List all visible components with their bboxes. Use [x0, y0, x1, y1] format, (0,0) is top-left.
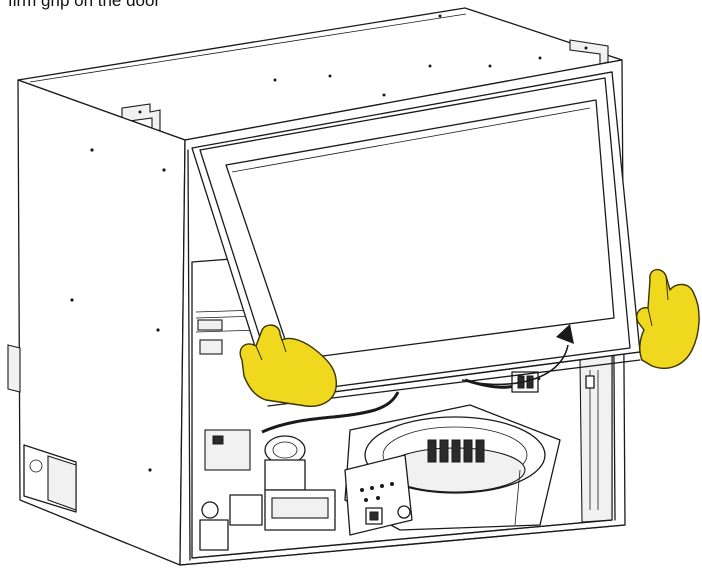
pressure-switch: [264, 435, 306, 491]
instruction-caption: firm grip on the door: [8, 0, 161, 10]
door-lift-arrow: [461, 324, 574, 386]
hinged-front-door: [191, 71, 641, 407]
side-vent-tab: [7, 344, 21, 393]
cabinet-bottom-edge: [179, 519, 626, 566]
left-gloved-hand: [239, 324, 337, 407]
side-knockout-opening: [23, 444, 77, 513]
gas-valve: [199, 429, 336, 551]
blower-fins: [427, 439, 485, 463]
right-gloved-hand: [636, 269, 700, 369]
interior-right-wall: [579, 354, 613, 523]
control-board: [344, 454, 413, 536]
